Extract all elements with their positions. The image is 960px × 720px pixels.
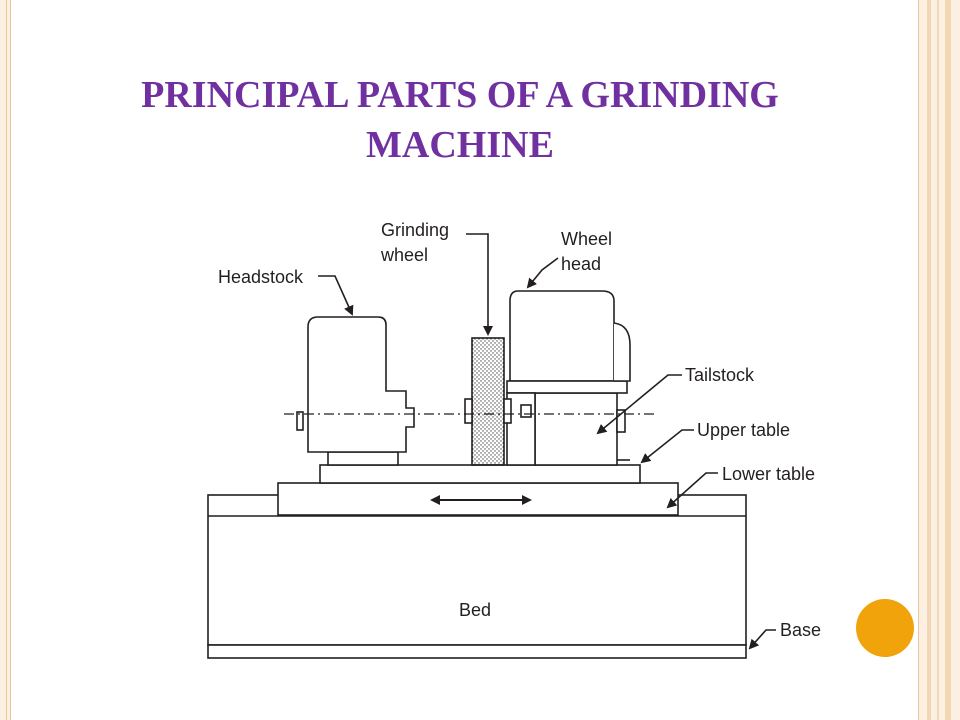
base-leader xyxy=(748,629,776,650)
headstock-leader xyxy=(318,275,354,316)
label-grinding-wheel-1: Grinding xyxy=(381,220,449,240)
frame-stripe xyxy=(945,0,951,720)
label-lower-table: Lower table xyxy=(722,464,815,484)
right-frame-border xyxy=(918,0,960,720)
label-wheel-head-1: Wheel xyxy=(561,229,612,249)
frame-stripe xyxy=(937,0,939,720)
frame-stripe xyxy=(927,0,931,720)
label-grinding-wheel-2: wheel xyxy=(380,245,428,265)
label-base: Base xyxy=(780,620,821,640)
accent-circle xyxy=(856,599,914,657)
grinding-wheel-leader xyxy=(466,233,493,336)
bed-shape xyxy=(207,494,747,646)
upper-table-leader xyxy=(640,429,694,464)
label-tailstock: Tailstock xyxy=(685,365,755,385)
label-headstock: Headstock xyxy=(218,267,304,287)
wheel-head-leader xyxy=(526,257,559,289)
label-bed: Bed xyxy=(459,600,491,620)
label-wheel-head-2: head xyxy=(561,254,601,274)
tailstock-leader xyxy=(596,374,682,435)
label-upper-table: Upper table xyxy=(697,420,790,440)
tailstock-shape xyxy=(534,392,630,466)
headstock-shape xyxy=(307,316,415,466)
slide-title: PRINCIPAL PARTS OF A GRINDING MACHINE xyxy=(141,74,779,166)
left-frame-border xyxy=(0,0,11,720)
grinding-wheel-shape xyxy=(464,337,532,466)
upper-table-shape xyxy=(319,464,641,484)
lower-table-leader xyxy=(666,472,718,509)
base-shape xyxy=(207,644,747,659)
